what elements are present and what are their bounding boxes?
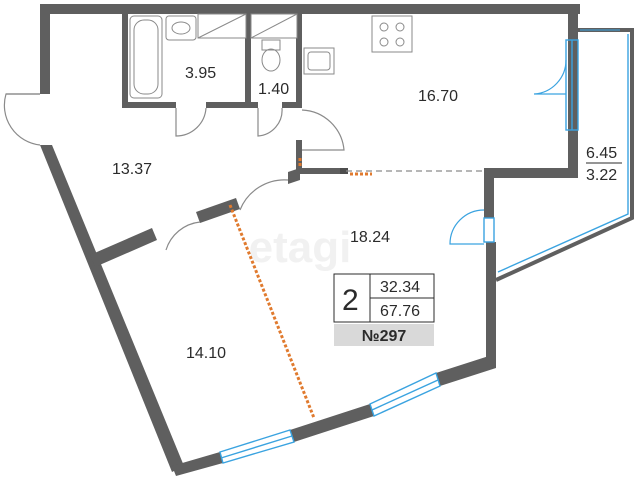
room-count: 2 xyxy=(342,284,359,317)
hall-area-label: 13.37 xyxy=(112,161,152,178)
windows xyxy=(219,39,579,464)
balcony-area-reduced-label: 3.22 xyxy=(586,167,617,184)
living-area-label: 18.24 xyxy=(350,229,390,246)
fixtures xyxy=(129,13,413,99)
outer-walls xyxy=(40,4,580,476)
kitchen-area-label: 16.70 xyxy=(418,88,458,105)
balcony-area-full-label: 6.45 xyxy=(586,145,617,162)
total-area: 67.76 xyxy=(380,303,420,320)
toilet-area-label: 1.40 xyxy=(258,81,289,98)
apartment-number-bg xyxy=(334,324,434,346)
balcony xyxy=(495,28,634,282)
watermark: etagi xyxy=(249,223,352,272)
orange-partitions xyxy=(228,158,372,419)
apartment-number: №297 xyxy=(362,328,407,345)
interior-walls xyxy=(90,12,346,267)
apartment-info-badge: 2 32.34 67.76 №297 xyxy=(333,273,435,346)
doors xyxy=(3,59,567,251)
living-area-total: 32.34 xyxy=(380,279,420,296)
wall-accents xyxy=(340,168,348,174)
bedroom-area-label: 14.10 xyxy=(186,345,226,362)
bathroom-area-label: 3.95 xyxy=(185,65,216,82)
